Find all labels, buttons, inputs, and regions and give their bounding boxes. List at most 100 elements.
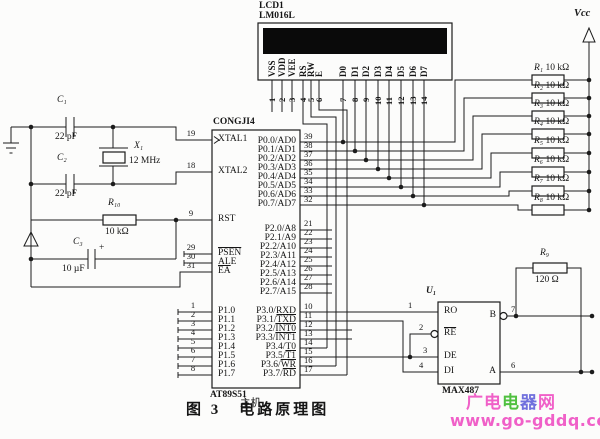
mcu-pin-label: P3.0/RXD — [256, 306, 296, 316]
mcu-pin-number: 13 — [304, 328, 313, 338]
mcu-pin-number: 28 — [304, 281, 313, 291]
max487-part: MAX487 — [442, 386, 479, 396]
mcu-pin-number: 24 — [304, 245, 313, 255]
mcu-pin-label: P2.5/A13 — [259, 269, 296, 279]
svg-text:9: 9 — [361, 98, 371, 102]
resistor-r9-ref: R₉ — [540, 248, 550, 258]
watermark-url: www.go-gddq.com — [450, 411, 600, 430]
left-wires — [11, 117, 212, 288]
lcd-pin-wires — [271, 80, 425, 375]
mcu-pin-number: 23 — [304, 236, 313, 246]
mcu-pin-number: 8 — [190, 363, 196, 373]
mcu-pin-number: 22 — [304, 227, 313, 237]
mcu-pin-label: P1.1 — [218, 315, 236, 325]
mcu-pin-label: P0.5/AD5 — [257, 181, 296, 191]
p1-stubs — [177, 309, 212, 378]
mcu-part: AT89S51 — [210, 390, 247, 400]
p0-bus-wires — [300, 79, 589, 211]
max487-body — [437, 301, 501, 385]
cap-c2-value: 22 pF — [55, 189, 77, 199]
lcd-pin-label: RW — [306, 62, 316, 77]
junction-dots — [28, 77, 595, 375]
resistor-r9-body — [532, 262, 568, 274]
mcu-pin-number: 38 — [304, 140, 313, 150]
max487-pin-label: DI — [444, 366, 455, 376]
resistor-r1-label: R₁ 10 kΩ — [534, 63, 570, 73]
lcd-pin-label: D7 — [419, 66, 429, 77]
mcu-pin-label: P0.7/AD7 — [257, 199, 296, 209]
mcu-pin-number: 30 — [186, 251, 196, 261]
resistor-r10-body — [102, 214, 137, 226]
svg-text:12: 12 — [396, 97, 406, 106]
mcu-pin-number: 5 — [190, 336, 196, 346]
resistor-r9-value: 120 Ω — [535, 275, 559, 285]
max487-pin-label: RE — [444, 328, 457, 338]
max487-pin-number: 7 — [511, 304, 516, 314]
component-bodies — [102, 22, 568, 389]
resistor-r5-body — [531, 147, 565, 159]
lcd-pin-label: D1 — [350, 66, 360, 77]
cap-c1-ref: C₁ — [57, 95, 67, 105]
svg-text:14: 14 — [419, 96, 429, 105]
mcu-pin-label: P2.7/A15 — [259, 287, 296, 297]
mcu-pin-label: P0.0/AD0 — [257, 136, 296, 146]
mcu-pin-label: EA — [218, 266, 231, 276]
mcu-pin-number: 7 — [190, 354, 196, 364]
mcu-pin-label: P2.1/A9 — [264, 233, 296, 243]
resistor-r6-body — [531, 166, 565, 178]
max487-pin-label: DE — [444, 351, 457, 361]
mcu-pin-number: 32 — [304, 194, 313, 204]
max487-pin-number: 6 — [511, 360, 516, 370]
cap-c2-ref: C₂ — [57, 153, 67, 163]
mcu-pin-label: P3.3/INT1 — [255, 333, 296, 343]
lcd-ref: LCD1 — [259, 1, 284, 11]
svg-text:6: 6 — [314, 98, 324, 102]
mcu-pin-label: P1.2 — [218, 324, 236, 334]
lcd-pin-label: D6 — [408, 66, 418, 77]
mcu-pin-number: 17 — [304, 364, 313, 374]
max487-pin-label: RO — [444, 306, 458, 316]
mcu-pin-label: P0.2/AD2 — [257, 154, 296, 164]
max487-pin-number: 1 — [408, 300, 413, 310]
svg-text:5: 5 — [306, 98, 316, 102]
lcd-pin-label: E — [314, 71, 324, 77]
svg-text:7: 7 — [338, 97, 348, 102]
crystal-body — [102, 151, 126, 164]
mcu-role: 主机 — [240, 398, 261, 409]
mcu-pin-label: P3.1/TXD — [256, 315, 296, 325]
resistor-r4-label: R₄ 10 kΩ — [534, 117, 570, 127]
resistor-r8-label: R₈ 10 kΩ — [534, 193, 570, 203]
lcd-pin-label: D3 — [373, 66, 383, 77]
mcu-pin-number: 18 — [186, 160, 196, 170]
mcu-pin-number: 29 — [186, 242, 196, 252]
lcd-pin-numbers: 1 2 3 4 5 6 7 8 9 10 11 12 13 14 — [267, 96, 429, 105]
max487-pin-label: A — [489, 366, 496, 376]
mcu-pin-number: 31 — [186, 260, 196, 270]
mcu-pin-number: 3 — [190, 318, 196, 328]
resistor-r10-value: 10 kΩ — [105, 227, 129, 237]
svg-text:8: 8 — [350, 98, 360, 102]
p2-stubs — [300, 229, 332, 294]
mcu-pin-number: 2 — [190, 309, 196, 319]
mcu-pin-number: 25 — [304, 254, 313, 264]
mcu-pin-label: P0.3/AD3 — [257, 163, 296, 173]
cap-c3-polarity: + — [99, 243, 105, 253]
mcu-pin-label: P1.7 — [218, 369, 236, 379]
mcu-pin-number: 10 — [304, 301, 313, 311]
svg-text:1: 1 — [267, 98, 277, 102]
mcu-pin-number: 19 — [186, 128, 196, 138]
mcu-pin-label: P0.4/AD4 — [257, 172, 296, 182]
lcd-body — [257, 22, 453, 81]
mcu-pin-number: 26 — [304, 263, 313, 273]
mcu-pin-label: XTAL1 — [218, 134, 248, 144]
resistor-r1-body — [531, 74, 565, 86]
vcc-label: Vcc — [574, 8, 591, 19]
mcu-pin-label: P2.6/A14 — [259, 278, 296, 288]
resistor-r8-body — [531, 204, 565, 216]
cap-c3-ref: C₃ — [73, 237, 83, 247]
svg-text:11: 11 — [384, 97, 394, 105]
p3-wires — [300, 311, 592, 376]
mcu-pin-number: 35 — [304, 167, 313, 177]
